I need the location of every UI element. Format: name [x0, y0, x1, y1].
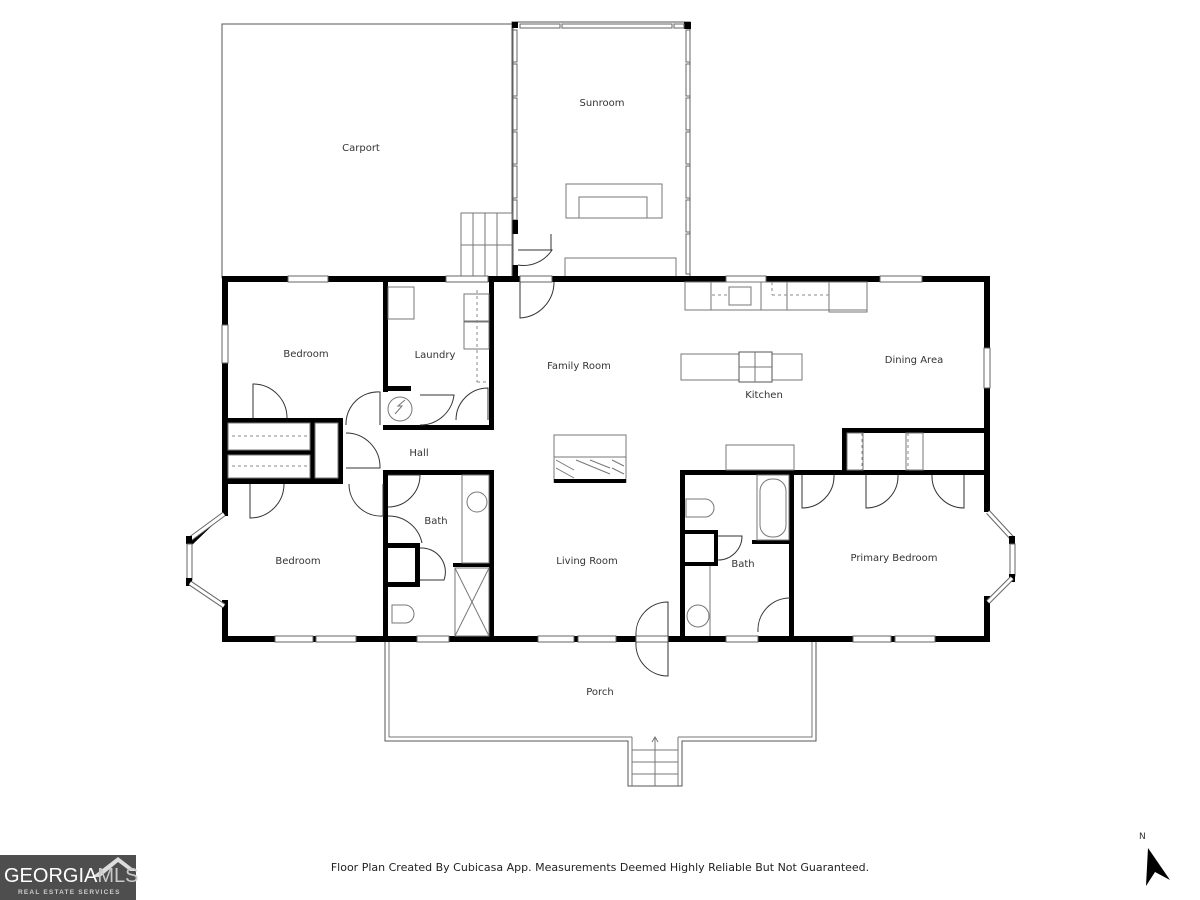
kitchen-fixtures	[680, 281, 868, 383]
room-label-bedroom-2: Bedroom	[275, 556, 320, 567]
room-label-carport: Carport	[342, 143, 380, 154]
room-label-bath-1: Bath	[424, 516, 447, 527]
room-label-living-room: Living Room	[556, 556, 617, 567]
logo-subtitle: REAL ESTATE SERVICES	[18, 889, 121, 896]
fireplace	[553, 434, 627, 483]
sunroom-walls	[511, 21, 691, 279]
bath1-fixtures	[391, 474, 490, 637]
north-arrow-icon	[1146, 848, 1170, 886]
room-label-dining-area: Dining Area	[885, 355, 943, 366]
room-label-sunroom: Sunroom	[580, 98, 625, 109]
doors	[249, 281, 965, 677]
bay-window-left	[186, 511, 228, 609]
compass-north-label: N	[1139, 832, 1146, 842]
exterior-walls	[221, 275, 991, 643]
room-label-porch: Porch	[586, 687, 614, 698]
logo-text-georgia: GEORGIA	[4, 865, 98, 887]
disclaimer-text: Floor Plan Created By Cubicasa App. Meas…	[330, 861, 870, 874]
room-label-bath-2: Bath	[731, 559, 754, 570]
porch-outline	[384, 642, 817, 787]
bath2-fixtures	[685, 474, 790, 636]
room-label-primary-bedroom: Primary Bedroom	[850, 553, 937, 564]
room-label-laundry: Laundry	[415, 350, 456, 361]
room-label-hall: Hall	[409, 448, 428, 459]
room-label-family-room: Family Room	[547, 361, 611, 372]
laundry-fixtures	[387, 286, 490, 422]
logo-wordmark: GEORGIAMLS	[4, 865, 138, 888]
bay-window-right	[986, 510, 1016, 604]
room-label-kitchen: Kitchen	[745, 390, 783, 401]
carport-stairs	[460, 212, 513, 279]
roof-icon	[92, 857, 136, 877]
counter	[725, 444, 795, 471]
georgia-mls-logo: GEORGIAMLS REAL ESTATE SERVICES	[0, 855, 138, 900]
room-label-bedroom-1: Bedroom	[283, 349, 328, 360]
logo-text-mls: MLS	[97, 865, 139, 887]
interior-walls	[222, 276, 990, 642]
